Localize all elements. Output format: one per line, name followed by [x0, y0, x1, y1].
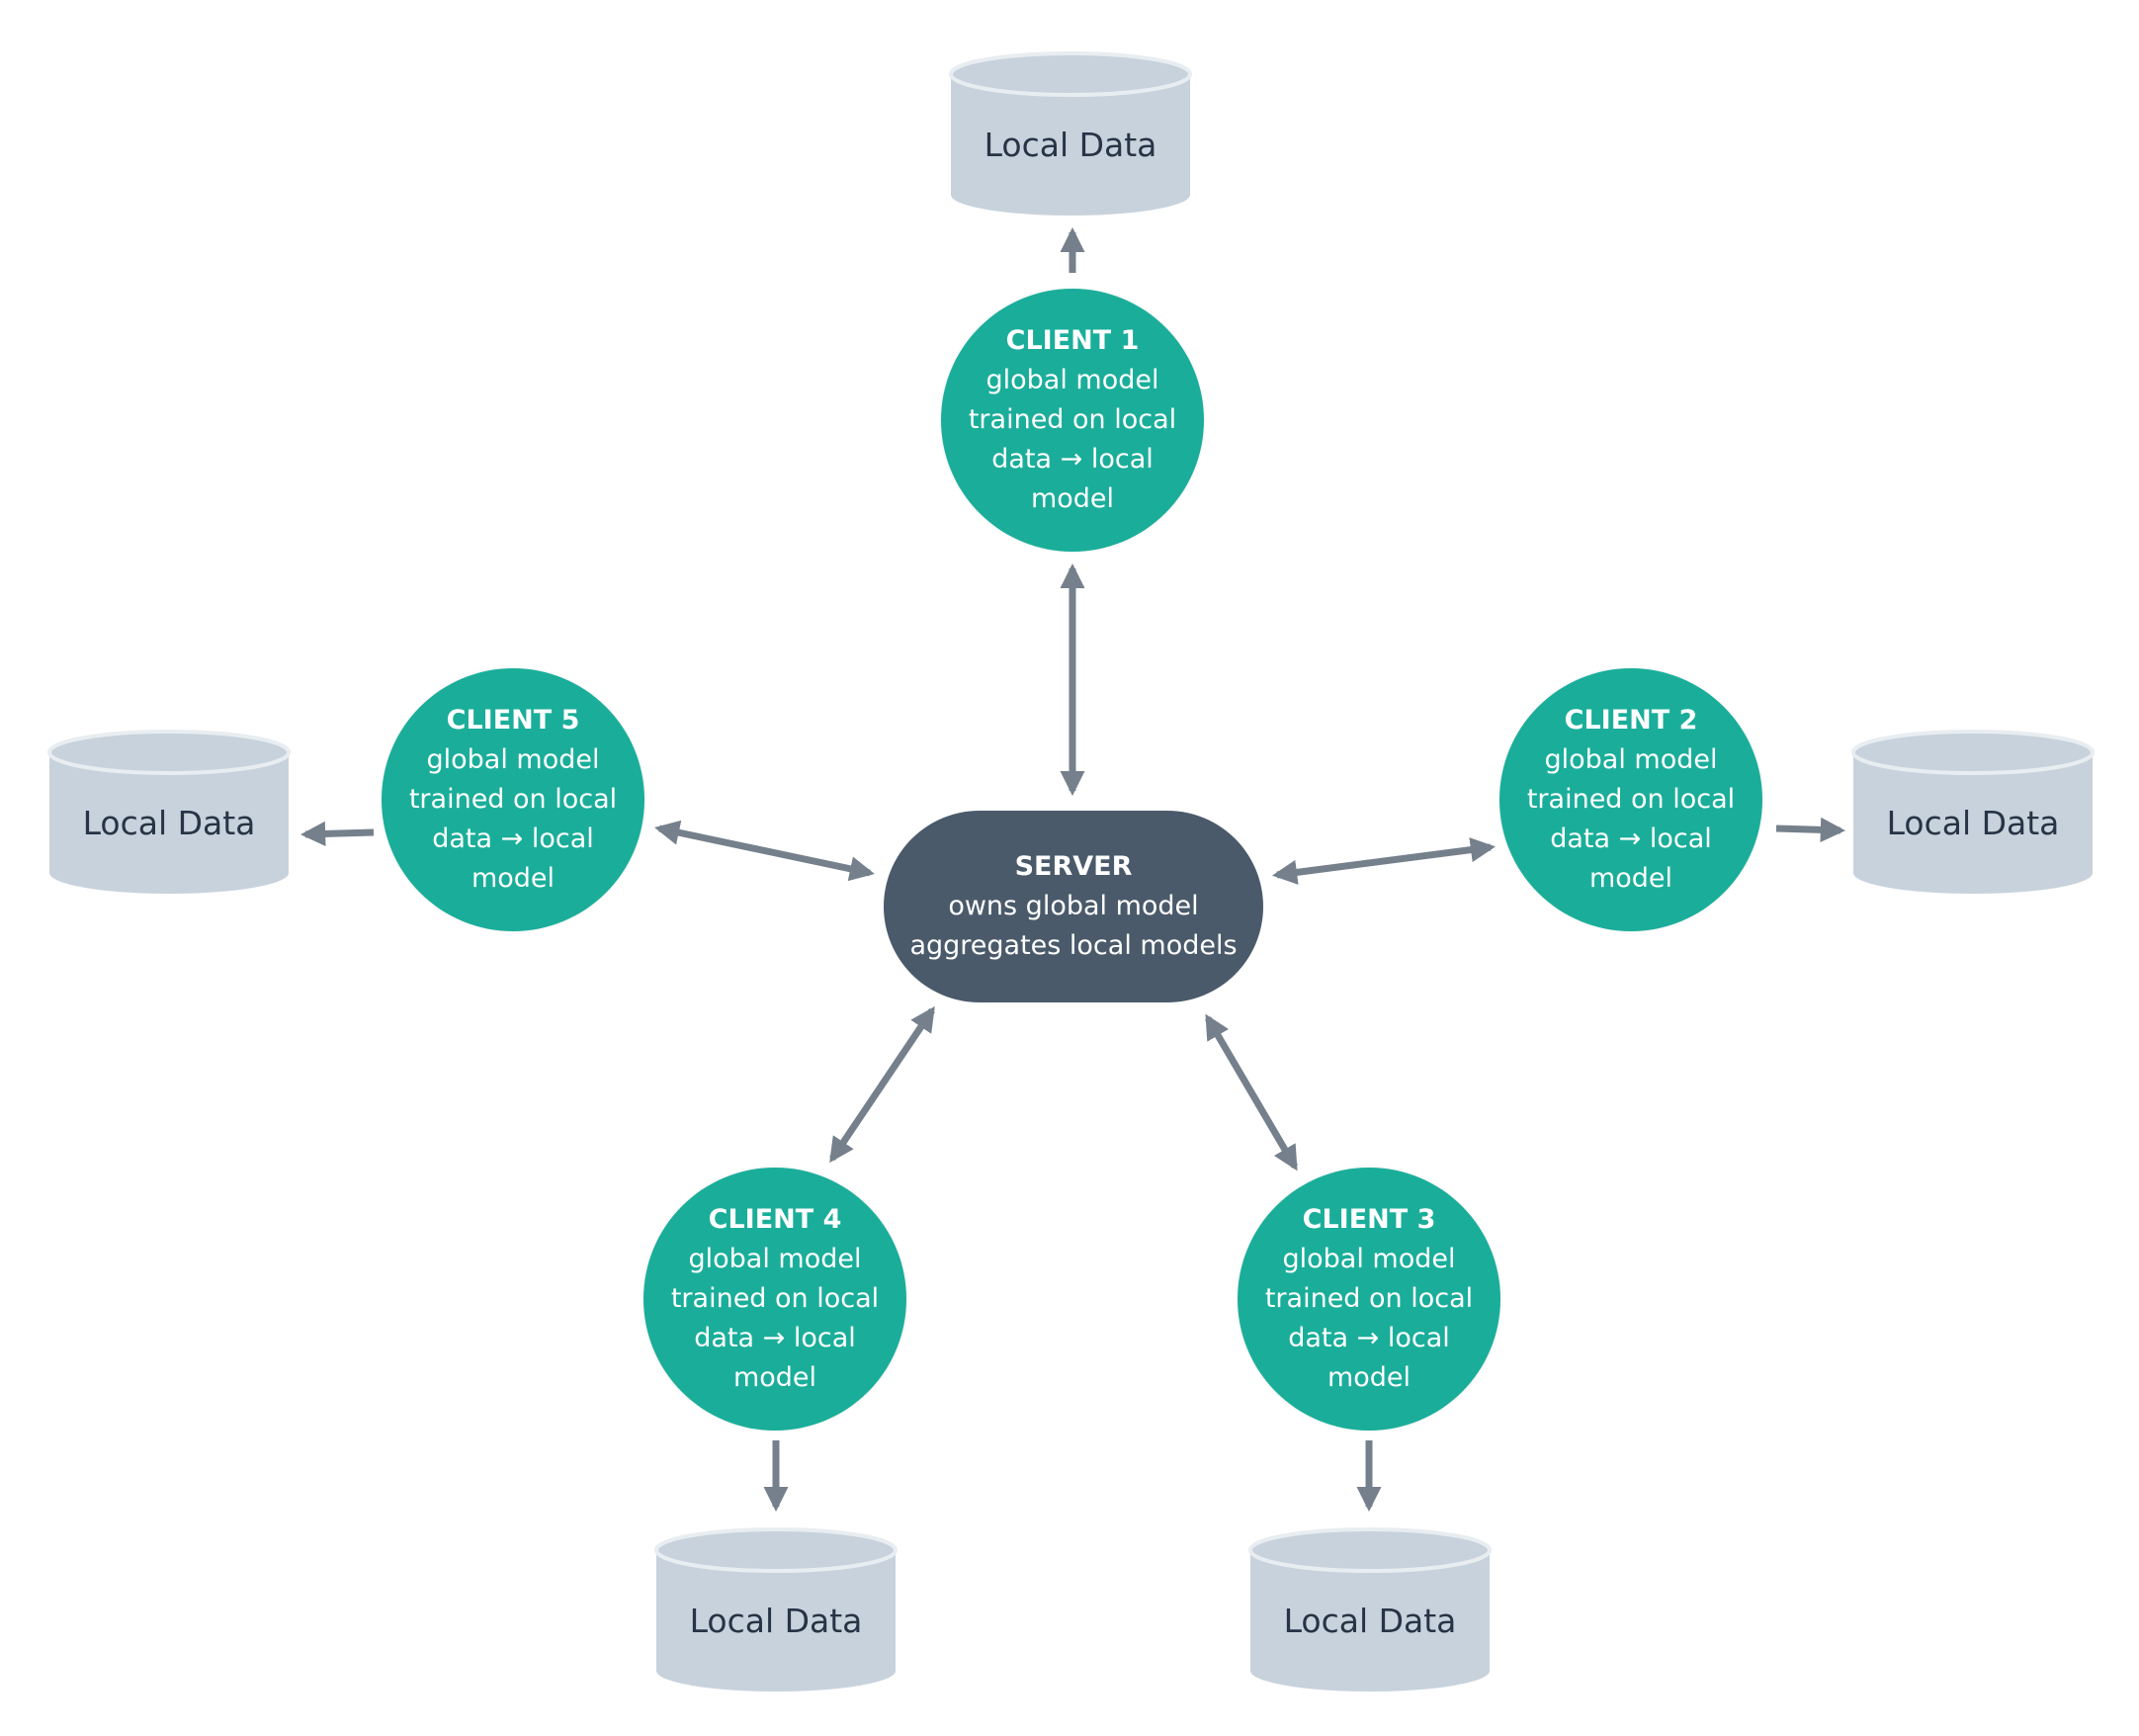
client-line: data → local — [1288, 1323, 1450, 1353]
local-data-label-2: Local Data — [1886, 804, 2060, 842]
database-icon — [47, 730, 291, 894]
client-line: model — [1030, 483, 1115, 514]
server-title: SERVER — [1014, 851, 1133, 882]
local-data-label-1: Local Data — [984, 126, 1157, 164]
client-line: global model — [1282, 1244, 1456, 1274]
client-line: data → local — [1550, 824, 1712, 854]
client-node-3: CLIENT 3 global model trained on local d… — [1238, 1168, 1500, 1431]
database-icon — [1248, 1527, 1492, 1692]
client-line: trained on local — [1526, 784, 1736, 815]
client-title: CLIENT 2 — [1564, 705, 1698, 736]
client-line: model — [1326, 1362, 1412, 1393]
local-data-label-4: Local Data — [689, 1602, 863, 1640]
server-line: aggregates local models — [909, 930, 1238, 961]
client-line: trained on local — [968, 404, 1177, 435]
server-client-3-link — [1204, 1013, 1299, 1172]
database-icon — [654, 1527, 898, 1692]
client-line: trained on local — [408, 784, 618, 815]
client-line: global model — [1544, 744, 1718, 775]
server-client-5-link — [654, 820, 875, 882]
client-line: global model — [985, 365, 1159, 395]
server-client-4-link — [829, 1005, 935, 1164]
local-data-label-3: Local Data — [1283, 1602, 1457, 1640]
client-line: data → local — [694, 1323, 856, 1353]
client-line: data → local — [991, 444, 1154, 475]
client-title: CLIENT 5 — [446, 705, 580, 736]
client-line: global model — [426, 744, 600, 775]
client-line: global model — [688, 1244, 862, 1274]
server-node: SERVER owns global model aggregates loca… — [884, 811, 1263, 1002]
client-line: trained on local — [670, 1283, 880, 1314]
server-client-2-link — [1272, 837, 1496, 885]
client-line: trained on local — [1264, 1283, 1474, 1314]
client-line: model — [471, 863, 556, 894]
client-5-data-link — [299, 821, 375, 847]
client-node-1: CLIENT 1 global model trained on local d… — [941, 289, 1204, 552]
server-line: owns global model — [948, 891, 1199, 921]
client-node-4: CLIENT 4 global model trained on local d… — [643, 1168, 906, 1431]
database-icon — [949, 51, 1192, 216]
client-line: data → local — [432, 824, 594, 854]
client-line: model — [1588, 863, 1673, 894]
client-title: CLIENT 3 — [1302, 1204, 1436, 1235]
client-node-5: CLIENT 5 global model trained on local d… — [382, 668, 644, 931]
client-line: model — [732, 1362, 817, 1393]
client-title: CLIENT 4 — [708, 1204, 842, 1235]
client-2-data-link — [1775, 817, 1846, 842]
local-data-label-5: Local Data — [82, 804, 256, 842]
database-icon — [1851, 730, 2095, 894]
client-node-2: CLIENT 2 global model trained on local d… — [1499, 668, 1762, 931]
client-title: CLIENT 1 — [1005, 325, 1140, 356]
